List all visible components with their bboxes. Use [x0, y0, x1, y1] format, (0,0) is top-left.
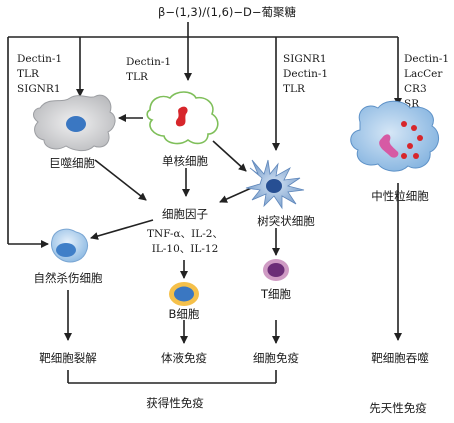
- dendritic-label: 树突状细胞: [257, 214, 315, 228]
- cytokine-list-line1: TNF-α、IL-2、: [147, 228, 223, 240]
- receptor-label: TLR: [283, 83, 306, 95]
- receptor-label: SIGNR1: [283, 53, 327, 65]
- receptor-label: LacCer: [404, 68, 443, 80]
- cytokine-label: 细胞因子: [162, 207, 208, 221]
- macrophage-label: 巨噬细胞: [49, 156, 95, 170]
- outcome-phagocytosis: 靶细胞吞噬: [371, 351, 429, 365]
- receptor-label: Dectin-1: [283, 68, 328, 80]
- cytokine-list-line2: IL-10、IL-12: [152, 243, 219, 255]
- outcome-humoral: 体液免疫: [161, 351, 207, 365]
- bcell-label: B细胞: [169, 307, 200, 321]
- connectors: [7, 22, 402, 384]
- receptor-label: SIGNR1: [17, 83, 61, 95]
- receptor-label: CR3: [404, 83, 427, 95]
- receptor-label: Dectin-1: [17, 53, 62, 65]
- bcell-icon: [169, 282, 199, 306]
- dendritic-cell-icon: [245, 159, 305, 210]
- neutrophil-label: 中性粒细胞: [371, 189, 429, 203]
- monocyte-label: 单核细胞: [162, 154, 208, 168]
- receptors-macrophage: Dectin-1 TLR SIGNR1: [17, 53, 62, 95]
- glucan-title: β−(1,3)/(1,6)−D−葡聚糖: [158, 5, 296, 19]
- outcome-cellular: 细胞免疫: [253, 351, 299, 365]
- macrophage-cell-icon: [33, 94, 116, 152]
- receptor-label: Dectin-1: [404, 53, 449, 65]
- receptor-label: Dectin-1: [126, 56, 171, 68]
- innate-immunity-label: 先天性免疫: [369, 401, 427, 415]
- tcell-label: T细胞: [260, 287, 292, 301]
- receptors-neutrophil: Dectin-1 LacCer CR3 SR: [404, 53, 449, 110]
- neutrophil-cell-icon: [350, 100, 439, 172]
- nk-label: 自然杀伤细胞: [34, 271, 103, 285]
- tcell-icon: [263, 259, 289, 281]
- receptors-dendritic: SIGNR1 Dectin-1 TLR: [283, 53, 328, 95]
- receptors-monocyte: Dectin-1 TLR: [126, 56, 171, 83]
- receptor-label: TLR: [126, 71, 149, 83]
- outcome-lysis: 靶细胞裂解: [39, 351, 97, 365]
- nk-cell-icon: [51, 228, 89, 263]
- adaptive-immunity-label: 获得性免疫: [146, 396, 204, 410]
- monocyte-cell-icon: [146, 91, 219, 145]
- receptor-label: TLR: [17, 68, 40, 80]
